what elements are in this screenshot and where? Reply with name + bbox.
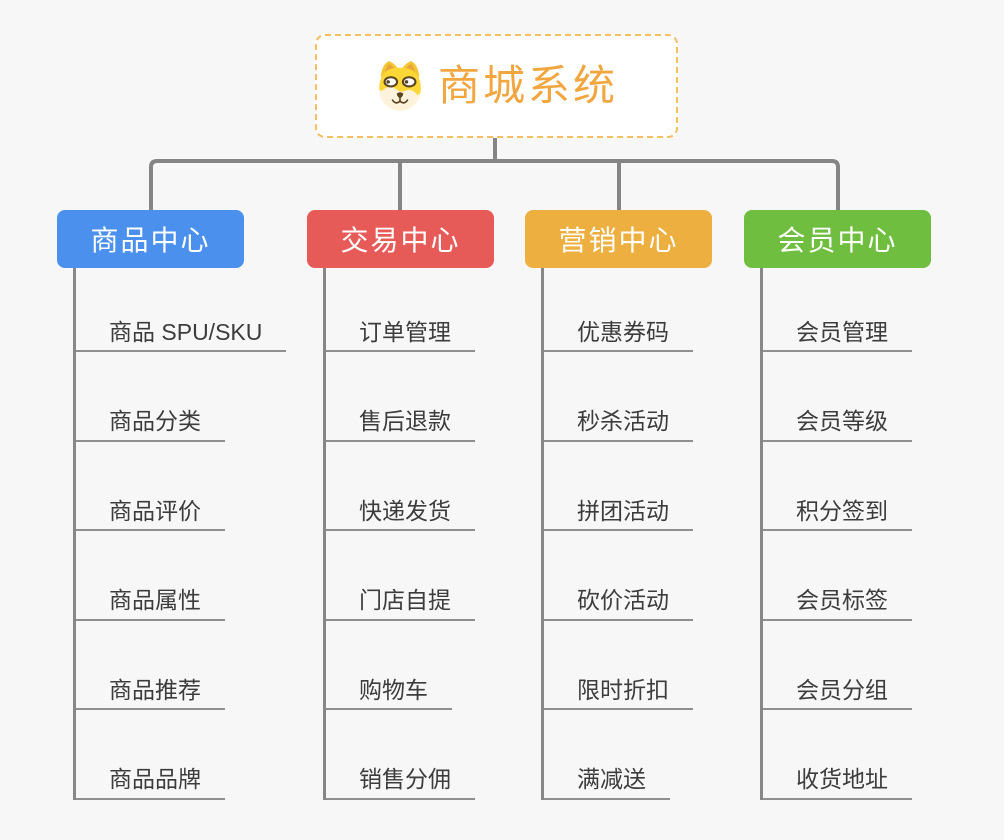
node-label: 商品评价 xyxy=(109,497,201,524)
mindmap-node[interactable]: 限时折扣 xyxy=(544,621,693,710)
node-label: 销售分佣 xyxy=(359,766,451,793)
mindmap-node[interactable]: 销售分佣 xyxy=(326,710,475,800)
branch-bus-line xyxy=(149,159,840,210)
mindmap-node[interactable]: 收货地址 xyxy=(763,710,912,800)
mindmap-node[interactable]: 商品推荐 xyxy=(76,621,225,710)
node-label: 订单管理 xyxy=(359,318,451,345)
branch-list-product-center: 商品 SPU/SKU 商品分类 商品评价 商品属性 商品推荐 商品品牌 xyxy=(73,268,316,800)
mindmap-node[interactable]: 会员标签 xyxy=(763,531,912,621)
node-label: 购物车 xyxy=(359,676,428,703)
node-label: 积分签到 xyxy=(796,497,888,524)
mindmap-node[interactable]: 订单管理 xyxy=(326,268,475,352)
node-label: 商品推荐 xyxy=(109,676,201,703)
dog-face-icon xyxy=(379,61,421,111)
mindmap-node[interactable]: 砍价活动 xyxy=(544,531,693,621)
mindmap-node[interactable]: 购物车 xyxy=(326,621,452,710)
root-title: 商城系统 xyxy=(437,62,618,109)
mindmap-node[interactable]: 售后退款 xyxy=(326,352,475,442)
node-label: 门店自提 xyxy=(359,587,451,614)
node-label: 会员分组 xyxy=(796,676,888,703)
mindmap-node[interactable]: 满减送 xyxy=(544,710,670,800)
branch-list-member-center: 会员管理 会员等级 积分签到 会员标签 会员分组 收货地址 xyxy=(760,268,1003,800)
root-node[interactable]: 商城系统 xyxy=(315,34,678,138)
node-label: 会员标签 xyxy=(796,587,888,614)
node-label: 收货地址 xyxy=(796,766,888,793)
node-label: 会员等级 xyxy=(796,408,888,435)
branch-header-trade-center[interactable]: 交易中心 xyxy=(307,210,494,268)
node-label: 商品分类 xyxy=(109,408,201,435)
node-label: 限时折扣 xyxy=(577,676,669,703)
branch-header-member-center[interactable]: 会员中心 xyxy=(744,210,931,268)
mindmap-node[interactable]: 商品评价 xyxy=(76,442,225,531)
node-label: 商品属性 xyxy=(109,587,201,614)
mindmap-node[interactable]: 秒杀活动 xyxy=(544,352,693,442)
node-label: 拼团活动 xyxy=(577,497,669,524)
mindmap-node[interactable]: 商品分类 xyxy=(76,352,225,442)
branch-header-marketing-center[interactable]: 营销中心 xyxy=(525,210,712,268)
branch-list-trade-center: 订单管理 售后退款 快递发货 门店自提 购物车 销售分佣 xyxy=(323,268,566,800)
mindmap-node[interactable]: 会员管理 xyxy=(763,268,912,352)
mindmap-node[interactable]: 商品 SPU/SKU xyxy=(76,268,287,352)
mindmap-node[interactable]: 商品品牌 xyxy=(76,710,225,800)
node-label: 快递发货 xyxy=(359,497,451,524)
mindmap-node[interactable]: 快递发货 xyxy=(326,442,475,531)
node-label: 秒杀活动 xyxy=(577,408,669,435)
node-label: 商品品牌 xyxy=(109,766,201,793)
node-label: 满减送 xyxy=(577,766,646,793)
mindmap-node[interactable]: 会员分组 xyxy=(763,621,912,710)
mindmap-node[interactable]: 会员等级 xyxy=(763,352,912,442)
node-label: 砍价活动 xyxy=(577,587,669,614)
node-label: 售后退款 xyxy=(359,408,451,435)
node-label: 会员管理 xyxy=(796,318,888,345)
branch-list-marketing-center: 优惠券码 秒杀活动 拼团活动 砍价活动 限时折扣 满减送 xyxy=(541,268,784,800)
branch-header-product-center[interactable]: 商品中心 xyxy=(57,210,244,268)
mindmap-node[interactable]: 门店自提 xyxy=(326,531,475,621)
node-label: 优惠券码 xyxy=(577,318,669,345)
mindmap-node[interactable]: 拼团活动 xyxy=(544,442,693,531)
node-label: 商品 SPU/SKU xyxy=(109,318,263,345)
mindmap-node[interactable]: 优惠券码 xyxy=(544,268,693,352)
mindmap-node[interactable]: 积分签到 xyxy=(763,442,912,531)
mindmap-node[interactable]: 商品属性 xyxy=(76,531,225,621)
